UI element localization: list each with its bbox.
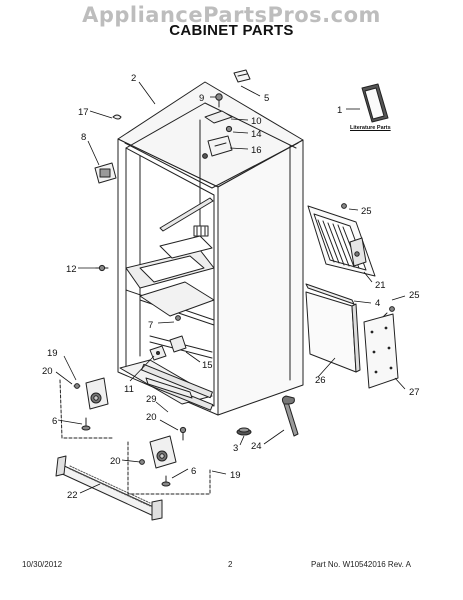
callout-15: 15 <box>202 360 213 371</box>
footer-date: 10/30/2012 <box>22 560 63 569</box>
callout-7: 7 <box>148 320 153 331</box>
callout-16: 16 <box>251 145 262 156</box>
leveling-foot <box>236 427 252 436</box>
callout-6a: 6 <box>52 416 57 427</box>
callout-5: 5 <box>264 93 269 104</box>
callout-19b: 19 <box>230 470 241 481</box>
side-screw <box>95 264 109 272</box>
literature-label: Literature Parts <box>350 125 391 131</box>
callout-20c: 20 <box>110 456 121 467</box>
callout-17: 17 <box>78 107 89 118</box>
insulation-board <box>363 306 399 389</box>
callout-20b: 20 <box>146 412 157 423</box>
callout-21: 21 <box>375 280 386 291</box>
callout-25a: 25 <box>361 206 372 217</box>
control-module <box>94 162 117 184</box>
callout-29: 29 <box>146 394 157 405</box>
callout-22: 22 <box>67 490 78 501</box>
callout-2: 2 <box>131 73 136 84</box>
callout-19a: 19 <box>47 348 58 359</box>
callout-3: 3 <box>233 443 238 454</box>
callout-11: 11 <box>124 384 134 395</box>
lower-strip <box>305 283 355 305</box>
base-grille <box>55 455 163 521</box>
watermark: AppliancePartsPros.com <box>82 3 381 27</box>
callout-6b: 6 <box>191 466 196 477</box>
top-clip <box>112 114 122 120</box>
leveling-wrench <box>281 395 299 437</box>
footer-part-number: Part No. W10542016 Rev. A <box>311 560 411 569</box>
rear-panel <box>307 203 376 277</box>
callout-14: 14 <box>251 129 262 140</box>
callout-25b: 25 <box>409 290 420 301</box>
left-roller-assembly <box>59 377 113 439</box>
callout-24: 24 <box>251 441 262 452</box>
top-tab <box>233 69 251 83</box>
callout-27: 27 <box>409 387 420 398</box>
footer-page-number: 2 <box>228 560 233 569</box>
right-roller-assembly <box>127 426 211 495</box>
leader-lines <box>55 81 406 494</box>
top-hinge-assembly <box>202 93 233 159</box>
callout-12: 12 <box>66 264 77 275</box>
callout-20a: 20 <box>42 366 53 377</box>
literature-book <box>361 83 389 123</box>
callout-labels: 1 2 3 4 5 6 6 7 8 9 10 11 12 14 15 16 17… <box>42 73 420 501</box>
access-panel <box>305 291 361 373</box>
callout-8: 8 <box>81 132 86 143</box>
callout-26: 26 <box>315 375 326 386</box>
callout-10: 10 <box>251 116 262 127</box>
callout-4: 4 <box>375 298 380 309</box>
page-title: CABINET PARTS <box>169 22 294 39</box>
callout-9: 9 <box>199 93 204 104</box>
callout-1: 1 <box>337 105 342 116</box>
foot-cover <box>145 377 193 399</box>
